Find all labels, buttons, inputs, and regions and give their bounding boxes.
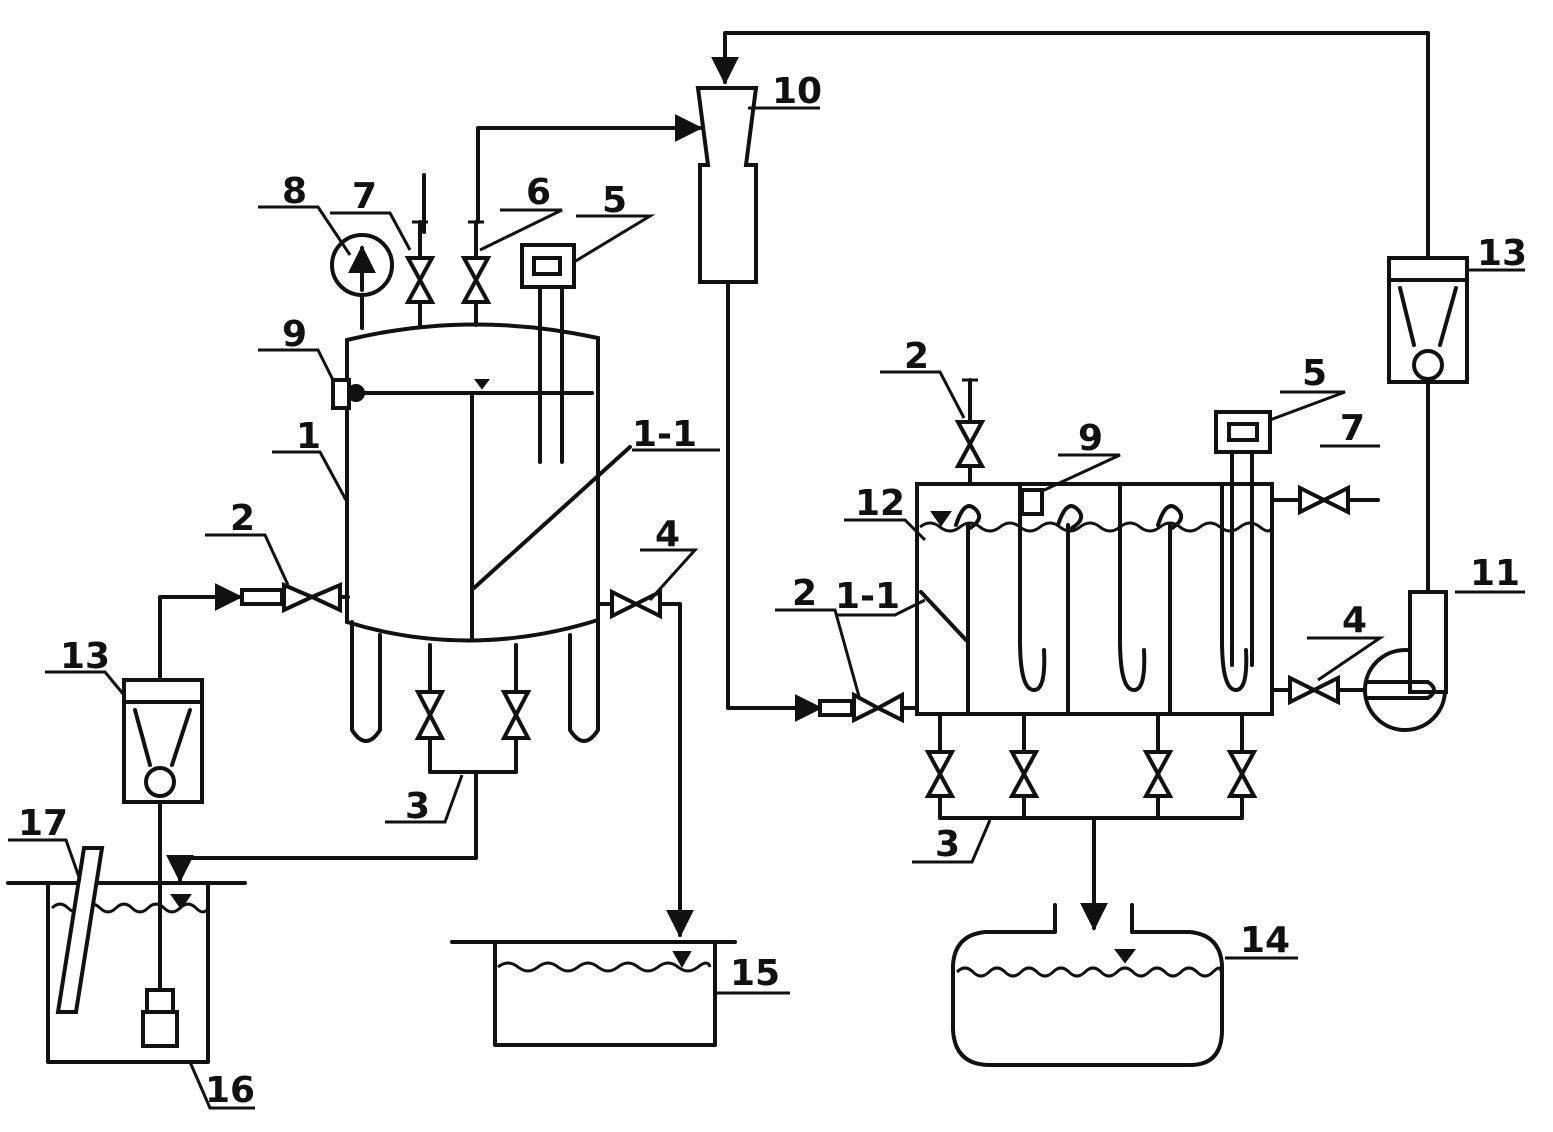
pipe-6-to-10 [476,114,703,224]
label-17: 17 [18,803,68,844]
label-15: 15 [730,953,780,994]
label-14: 14 [1240,920,1290,961]
label-13-right: 13 [1477,233,1527,274]
label-13-left: 13 [60,636,110,677]
valve-2-reactor-top [954,378,986,486]
valve-4-tank [596,588,694,938]
valve-7-reactor [1270,484,1380,516]
label-3-reactor: 3 [935,824,960,865]
label-4-reactor: 4 [1342,600,1367,641]
valve-2-reactor-inlet [818,691,919,724]
level-sensor-9-reactor [1020,488,1044,516]
sump-16 [6,881,247,1064]
pump-13-right [1387,256,1469,384]
label-7-tank: 7 [352,176,377,217]
pump-13-left [122,678,204,992]
label-16: 16 [205,1070,255,1111]
label-10: 10 [772,71,822,112]
valve-2-tank [240,581,350,614]
label-2-reactor-inlet: 2 [792,573,817,614]
screen-17 [55,846,105,1014]
pipe-13-to-tank [158,583,243,682]
valve-4-reactor [1270,674,1370,706]
tank-15 [450,940,737,1047]
pump-11 [1363,382,1448,732]
label-8: 8 [282,171,307,212]
drain-valves-3-tank [166,643,532,883]
label-6: 6 [526,172,551,213]
reactor-12 [915,450,1274,716]
tank-14 [951,903,1224,1067]
level-sensor-9-tank [331,378,351,410]
label-1-1-reactor: 1-1 [835,576,900,617]
label-5-reactor: 5 [1302,353,1327,394]
label-1: 1 [296,416,321,457]
label-5-tank: 5 [602,180,627,221]
label-3-tank: 3 [405,786,430,827]
instrument-5-tank [520,243,576,464]
drain-valves-3-reactor [924,712,1258,931]
valve-7-tank [404,173,436,327]
pipe-10-to-12 [726,280,823,722]
label-11: 11 [1470,553,1520,594]
label-2-tank: 2 [230,498,255,539]
label-4-tank: 4 [655,514,680,555]
valve-6-tank [460,220,492,327]
label-9-reactor: 9 [1078,418,1103,459]
label-7-reactor: 7 [1340,408,1365,449]
reactor-tank-1 [345,322,632,743]
label-9-tank: 9 [282,314,307,355]
label-1-1-tank: 1-1 [632,414,697,455]
leader-lines [8,106,1525,1110]
label-2-reactor-top: 2 [904,336,929,377]
label-12: 12 [855,483,905,524]
instrument-5-reactor [1214,410,1272,454]
pipe-13-to-10 [711,31,1430,260]
ejector-10 [695,86,759,284]
